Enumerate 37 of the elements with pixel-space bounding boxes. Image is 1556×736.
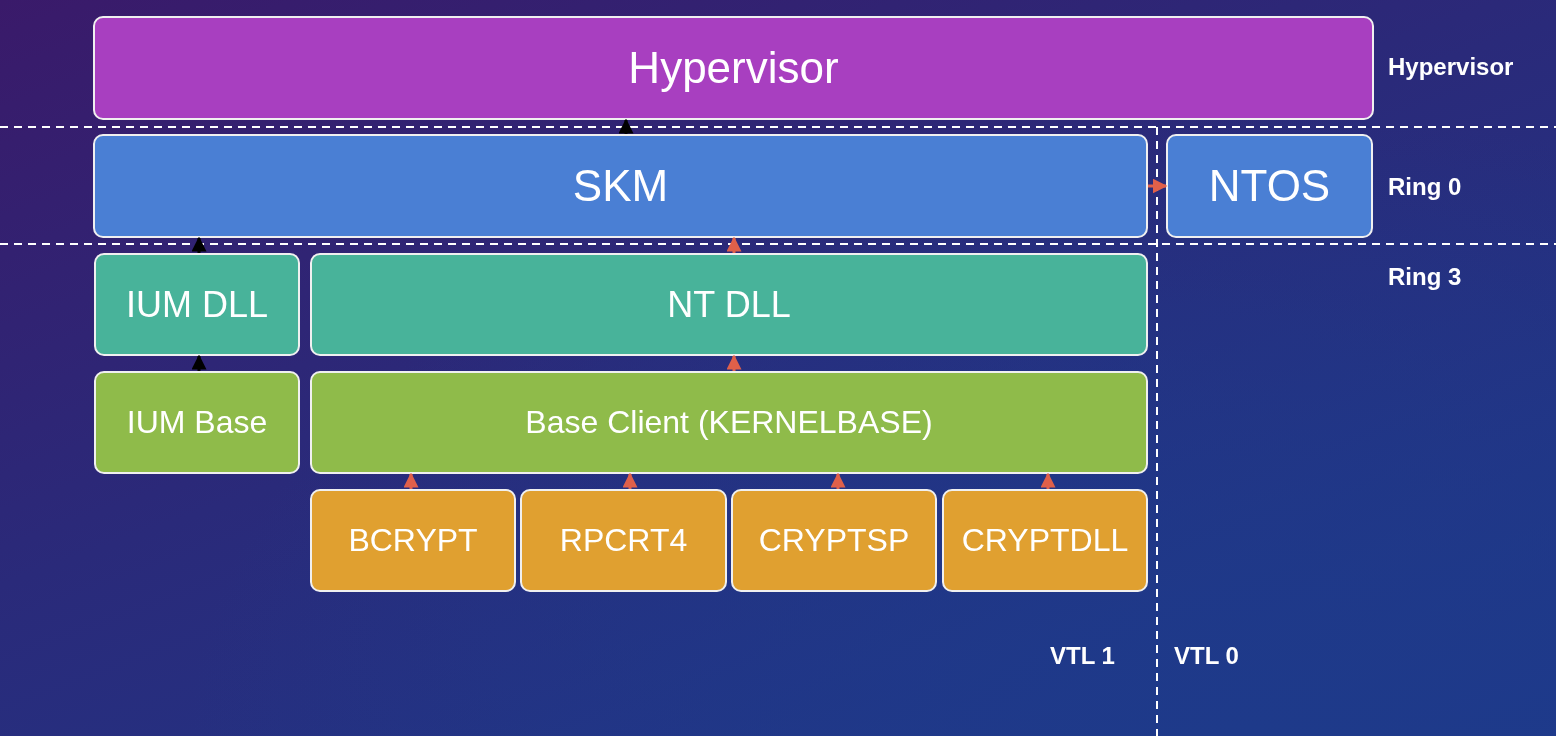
- layer-box: [310, 371, 1148, 474]
- layer-label: RPCRT4: [559, 522, 688, 559]
- layer-label: NTOS: [1208, 161, 1331, 211]
- layer-box: [731, 489, 937, 592]
- layer-label: CRYPTSP: [758, 522, 910, 559]
- layer-label: IUM DLL: [126, 283, 268, 326]
- arrow: [726, 236, 742, 253]
- arrow: [1040, 472, 1056, 489]
- arrow: [830, 472, 846, 489]
- layer-box: [93, 16, 1374, 120]
- layer-box: [942, 489, 1148, 592]
- layer-label: Base Client (KERNELBASE): [525, 404, 933, 441]
- layer-name: Ring 3: [1388, 263, 1462, 291]
- layer-label: IUM Base: [126, 404, 268, 441]
- layer-box: [310, 253, 1148, 356]
- layer-box: [520, 489, 727, 592]
- layer-label: NT DLL: [667, 283, 791, 326]
- layer-label: Hypervisor: [628, 43, 839, 93]
- layer-box: [94, 371, 300, 474]
- arrow: [403, 472, 419, 489]
- arrow: [1148, 178, 1168, 194]
- layer-label: BCRYPT: [348, 522, 478, 559]
- layer-box: [94, 253, 300, 356]
- layer-name: VTL 1: [1050, 642, 1115, 670]
- layer-box: [93, 134, 1148, 238]
- layer-box: [1166, 134, 1373, 238]
- layer-name: Ring 0: [1388, 173, 1462, 201]
- layer-box: [310, 489, 516, 592]
- layer-label: CRYPTDLL: [961, 522, 1129, 559]
- arrow: [622, 472, 638, 489]
- layer-name: Hypervisor: [1388, 53, 1514, 81]
- arrow: [726, 354, 742, 371]
- arrow: [191, 354, 207, 371]
- layer-name: VTL 0: [1174, 642, 1239, 670]
- arrow: [618, 118, 634, 134]
- layer-label: SKM: [572, 161, 669, 211]
- arrow: [191, 236, 207, 253]
